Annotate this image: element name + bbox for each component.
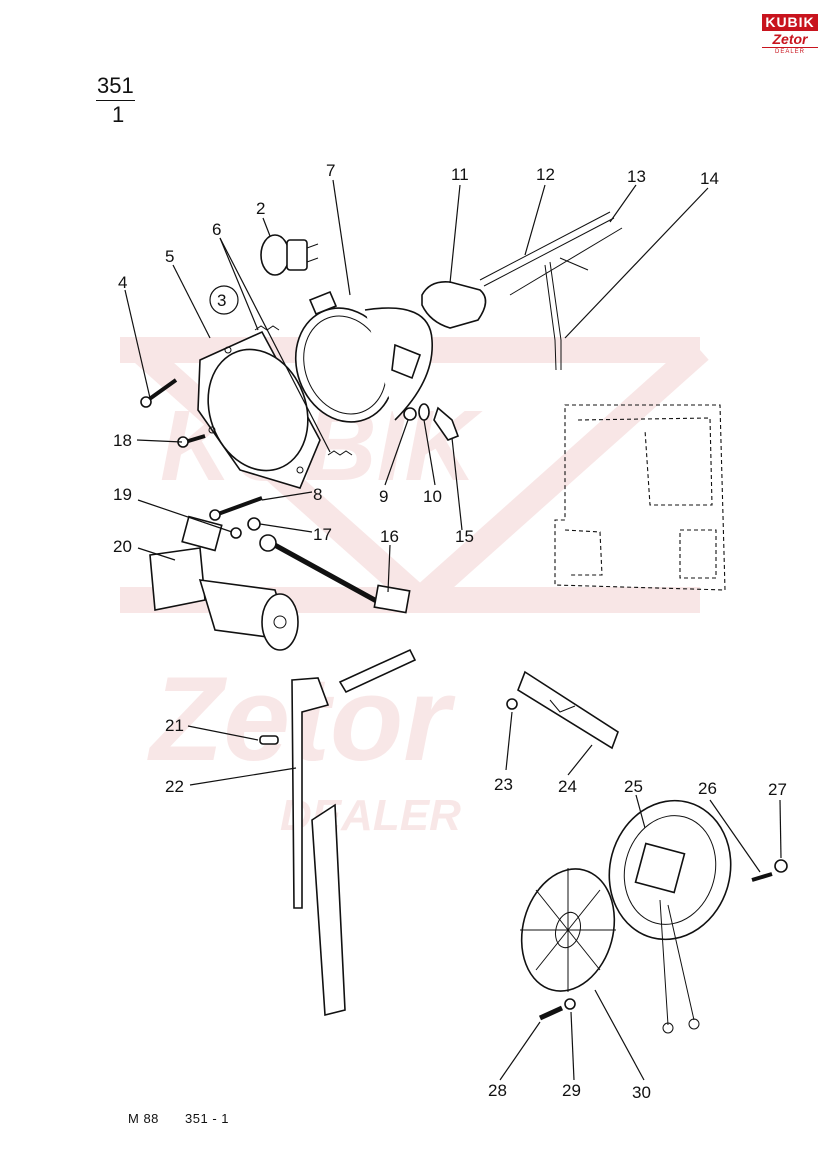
page-ref-bottom: 1	[112, 102, 125, 127]
callout-6: 6	[212, 220, 221, 239]
footer-code: M 88	[128, 1111, 159, 1126]
callout-labels: 2 4 5 6 7 8 9 10 11 12 13 14 15 16 17 18…	[113, 161, 787, 1102]
screw-28	[538, 1005, 564, 1021]
screw-18	[177, 434, 206, 448]
callout-4: 4	[118, 273, 127, 292]
fan-assembly	[520, 799, 788, 1034]
grommet-15	[433, 406, 460, 441]
wiper-blade	[311, 803, 346, 1017]
wiper-arm	[291, 677, 330, 909]
callout-15: 15	[455, 527, 474, 546]
assembly-marker: 3	[217, 291, 226, 310]
wiring-harness	[479, 211, 623, 371]
callout-16: 16	[380, 527, 399, 546]
motor-end	[261, 593, 299, 651]
callout-13: 13	[627, 167, 646, 186]
page-ref-top: 351	[96, 72, 135, 101]
callout-12: 12	[536, 165, 555, 184]
callout-9: 9	[379, 487, 388, 506]
bolt-8	[209, 496, 263, 521]
footer-page: 351 - 1	[185, 1111, 230, 1126]
callout-18: 18	[113, 431, 132, 450]
screw-26	[751, 872, 773, 882]
callout-5: 5	[165, 247, 174, 266]
callout-30: 30	[632, 1083, 651, 1102]
callout-24: 24	[558, 777, 577, 796]
callout-14: 14	[700, 169, 719, 188]
assembly-marker-circle	[209, 285, 239, 315]
washer-29	[564, 998, 576, 1010]
callout-10: 10	[423, 487, 442, 506]
logo-sub: DEALER	[762, 47, 818, 56]
page-reference: 351 1	[96, 72, 135, 129]
washer-9	[403, 407, 417, 421]
callout-17: 17	[313, 525, 332, 544]
screw-4	[140, 378, 178, 408]
nut-10	[418, 403, 430, 421]
leader-lines	[124, 179, 782, 1081]
bulb-socket	[421, 280, 487, 329]
screw-23	[506, 698, 518, 710]
nut-27	[774, 859, 788, 873]
callout-25: 25	[624, 777, 643, 796]
headlamp-housing	[294, 290, 433, 423]
callout-23: 23	[494, 775, 513, 794]
callout-7: 7	[326, 161, 335, 180]
pin-21	[259, 735, 279, 745]
callout-8: 8	[313, 485, 322, 504]
kubik-zetor-logo: KUBIK Zetor DEALER	[762, 14, 818, 60]
callout-19: 19	[113, 485, 132, 504]
headlamp-rim	[197, 330, 321, 489]
bracket-24	[506, 670, 619, 750]
watermark-sub: DEALER	[280, 791, 461, 840]
callout-2: 2	[256, 199, 265, 218]
motor-gearbox	[149, 547, 206, 611]
bulb	[260, 234, 319, 276]
callout-28: 28	[488, 1081, 507, 1100]
callout-29: 29	[562, 1081, 581, 1100]
headlamp-assembly: 3	[140, 211, 623, 521]
callout-27: 27	[768, 780, 787, 799]
footer: M 88 351 - 1	[128, 1111, 251, 1126]
wiper-assembly	[149, 515, 417, 1017]
cab-outline	[554, 404, 726, 591]
callout-21: 21	[165, 716, 184, 735]
callout-26: 26	[698, 779, 717, 798]
washer-19	[230, 527, 242, 539]
callout-22: 22	[165, 777, 184, 796]
callout-20: 20	[113, 537, 132, 556]
logo-maker: Zetor	[772, 31, 808, 47]
logo-brand: KUBIK	[762, 14, 818, 31]
nut-17	[247, 517, 261, 531]
callout-11: 11	[451, 165, 469, 184]
